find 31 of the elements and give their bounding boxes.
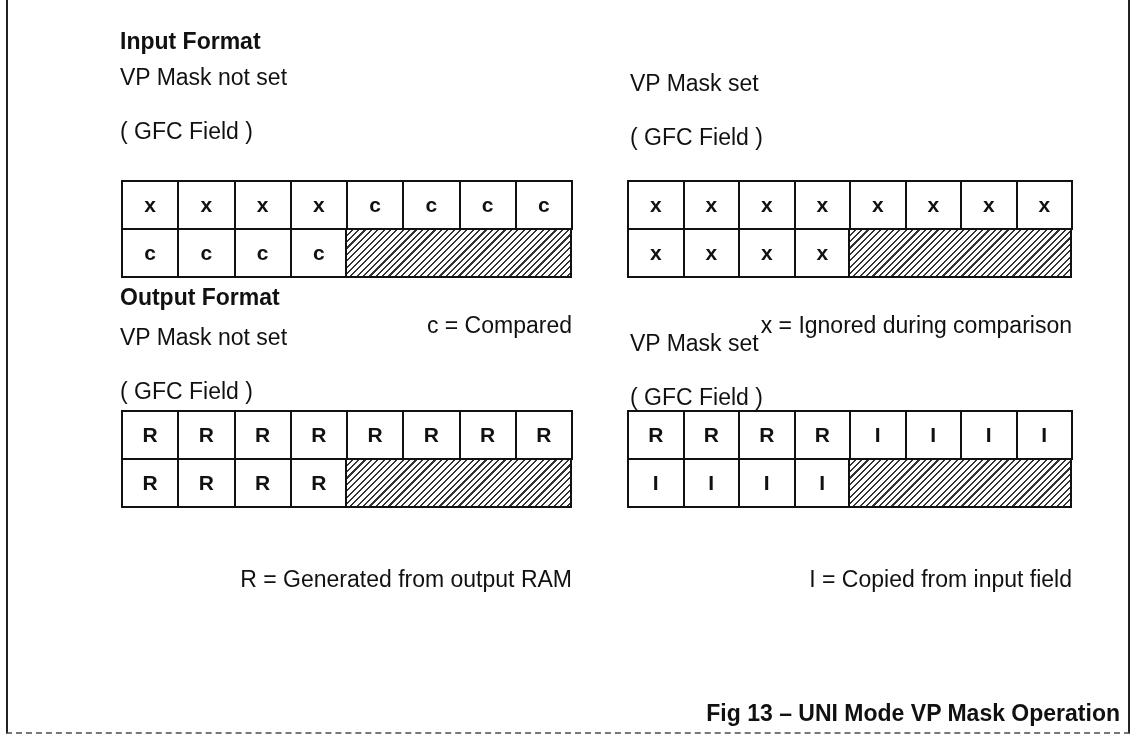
bit-cell: R	[514, 410, 573, 460]
figure-caption: Fig 13 – UNI Mode VP Mask Operation	[706, 700, 1120, 727]
legend-note: x = Ignored during comparison	[760, 312, 1072, 339]
bit-cell: I	[627, 458, 685, 508]
hatched-area	[345, 228, 572, 278]
panel-heading: VP Mask set	[630, 70, 759, 97]
field-label: ( GFC Field )	[630, 384, 763, 411]
field-label: ( GFC Field )	[120, 118, 253, 145]
bit-cell: I	[1015, 410, 1073, 460]
hatched-area	[345, 458, 572, 508]
hatched-area	[848, 458, 1072, 508]
bit-cell: R	[627, 410, 685, 460]
field-label: ( GFC Field )	[630, 124, 763, 151]
panel-heading: VP Mask not set	[120, 64, 288, 91]
bit-cell: c	[514, 180, 573, 230]
bit-cell: x	[627, 180, 685, 230]
panel-heading: VP Mask not set	[120, 324, 288, 351]
legend-note: I = Copied from input field	[809, 566, 1072, 593]
bit-cell: x	[627, 228, 685, 278]
legend-note: R = Generated from output RAM	[240, 566, 572, 593]
bit-cell: c	[121, 228, 180, 278]
hatched-area	[848, 228, 1072, 278]
legend-note: c = Compared	[426, 312, 572, 339]
bit-cell: R	[121, 410, 180, 460]
section-heading: Output Format	[120, 284, 280, 311]
section-heading: Input Format	[120, 28, 261, 55]
bit-cell: R	[121, 458, 180, 508]
field-label: ( GFC Field )	[120, 378, 253, 405]
bit-cell: x	[121, 180, 180, 230]
bit-cell: x	[1015, 180, 1073, 230]
panel-heading: VP Mask set	[630, 330, 759, 357]
